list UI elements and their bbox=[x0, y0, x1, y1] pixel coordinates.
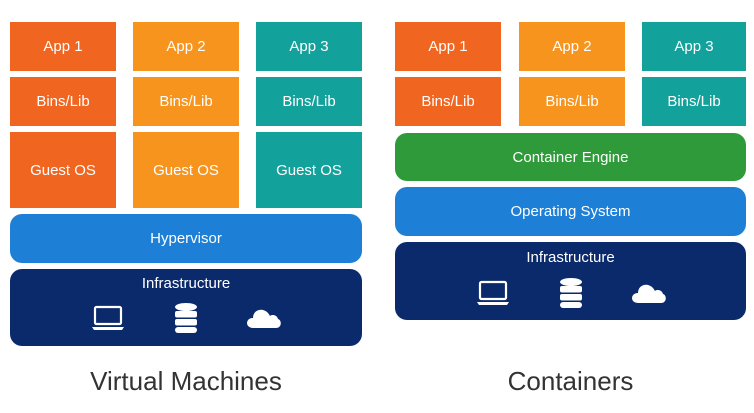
vm-bins1-label: Bins/Lib bbox=[36, 93, 90, 110]
ct-app1-label: App 1 bbox=[428, 38, 468, 55]
ct-bins3-label: Bins/Lib bbox=[667, 93, 721, 110]
laptop-icon bbox=[88, 301, 128, 335]
vm-bins2-label: Bins/Lib bbox=[159, 93, 213, 110]
vm-guestos3-box: Guest OS bbox=[256, 132, 362, 208]
database-icon bbox=[166, 301, 206, 335]
vm-guestos3-label: Guest OS bbox=[276, 161, 342, 179]
ct-bins1-box: Bins/Lib bbox=[395, 77, 501, 126]
ct-infrastructure-layer: Infrastructure bbox=[395, 242, 746, 320]
ct-app1-box: App 1 bbox=[395, 22, 501, 71]
database-icon bbox=[551, 276, 591, 310]
vm-app3-box: App 3 bbox=[256, 22, 362, 71]
operating-system-layer: Operating System bbox=[395, 187, 746, 236]
vm-infrastructure-layer: Infrastructure bbox=[10, 269, 362, 346]
vm-bins3-label: Bins/Lib bbox=[282, 93, 336, 110]
ct-bins3-box: Bins/Lib bbox=[642, 77, 746, 126]
vm-guestos2-label: Guest OS bbox=[153, 161, 219, 179]
container-engine-label: Container Engine bbox=[512, 148, 629, 166]
ct-app3-box: App 3 bbox=[642, 22, 746, 71]
ct-app2-box: App 2 bbox=[519, 22, 625, 71]
operating-system-label: Operating System bbox=[510, 203, 631, 220]
vm-caption: Virtual Machines bbox=[90, 366, 282, 396]
vm-guestos2-box: Guest OS bbox=[133, 132, 239, 208]
vm-app1-box: App 1 bbox=[10, 22, 116, 71]
vm-app2-box: App 2 bbox=[133, 22, 239, 71]
container-engine-layer: Container Engine bbox=[395, 133, 746, 181]
cloud-icon bbox=[244, 301, 284, 335]
ct-bins1-label: Bins/Lib bbox=[421, 93, 475, 110]
cloud-icon bbox=[629, 276, 669, 310]
vm-guestos1-box: Guest OS bbox=[10, 132, 116, 208]
ct-app2-label: App 2 bbox=[552, 38, 592, 55]
laptop-icon bbox=[473, 276, 513, 310]
vm-bins3-box: Bins/Lib bbox=[256, 77, 362, 126]
vm-infrastructure-label: Infrastructure bbox=[141, 275, 231, 292]
ct-bins2-box: Bins/Lib bbox=[519, 77, 625, 126]
hypervisor-label: Hypervisor bbox=[150, 230, 222, 247]
ct-app3-label: App 3 bbox=[674, 38, 714, 55]
ct-infrastructure-label: Infrastructure bbox=[526, 249, 615, 266]
vm-guestos1-label: Guest OS bbox=[30, 161, 96, 179]
vm-bins2-box: Bins/Lib bbox=[133, 77, 239, 126]
vm-bins1-box: Bins/Lib bbox=[10, 77, 116, 126]
vm-app1-label: App 1 bbox=[43, 38, 83, 55]
ct-bins2-label: Bins/Lib bbox=[545, 93, 599, 110]
containers-caption: Containers bbox=[507, 366, 634, 396]
vm-app2-label: App 2 bbox=[166, 38, 206, 55]
vm-app3-label: App 3 bbox=[289, 38, 329, 55]
hypervisor-layer: Hypervisor bbox=[10, 214, 362, 263]
